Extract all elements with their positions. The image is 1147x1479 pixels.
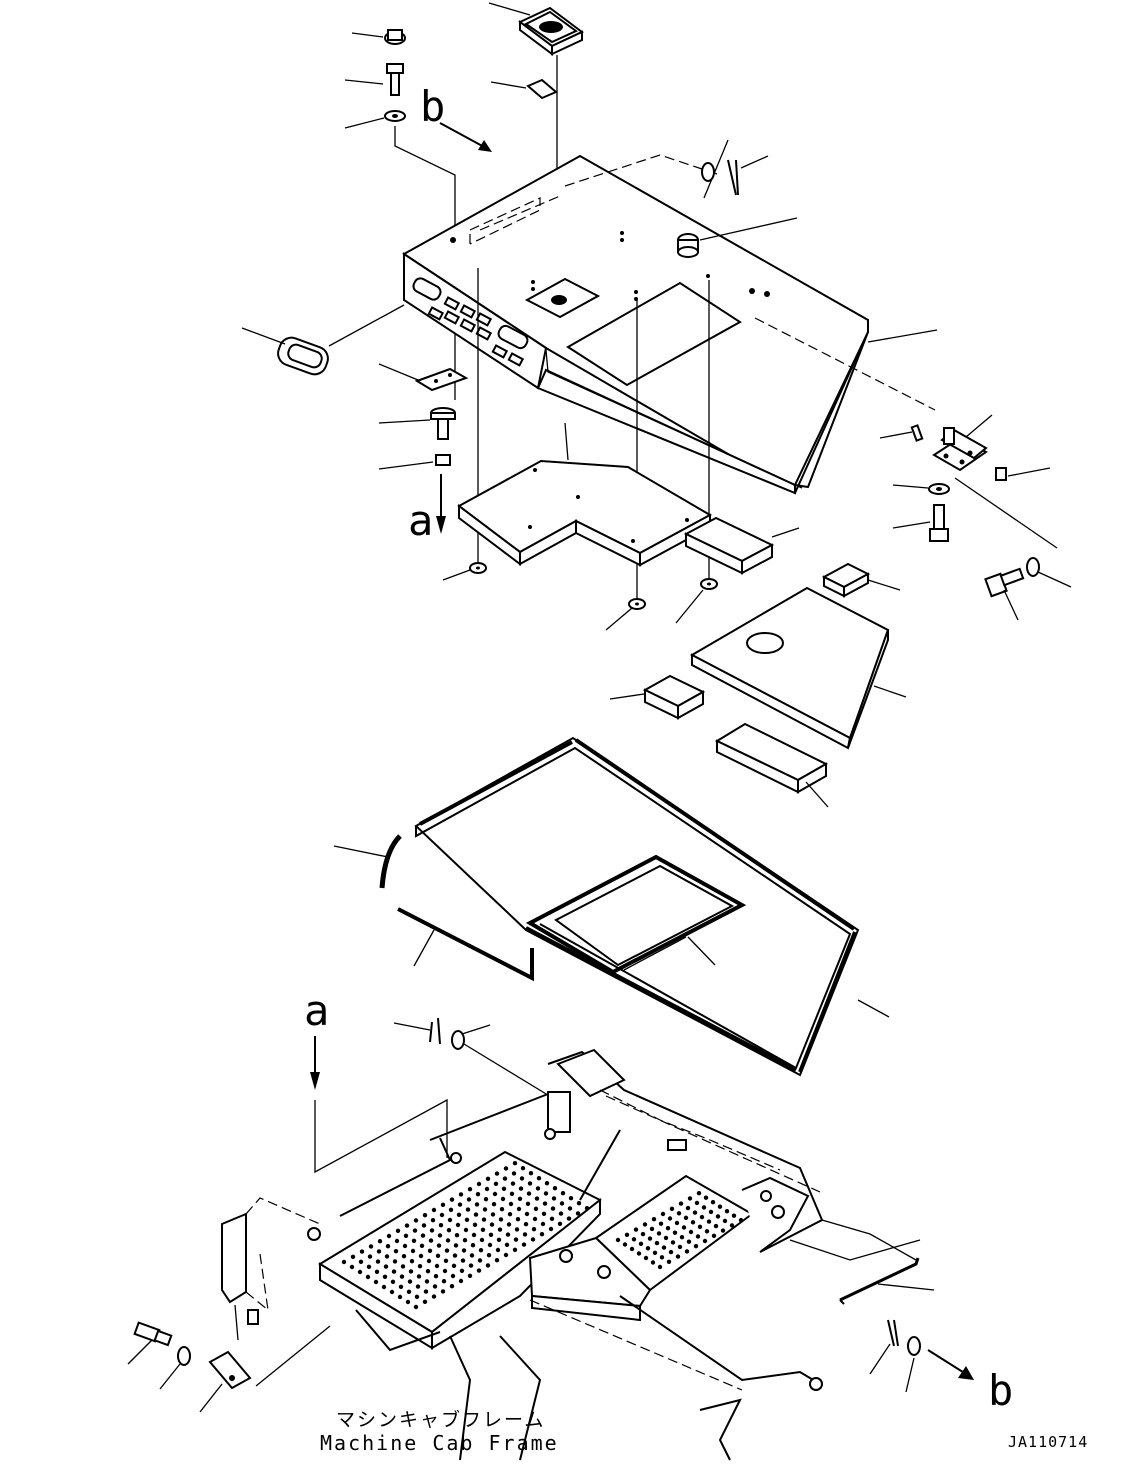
cab-cover: [402, 154, 938, 495]
bracket-plate: [378, 363, 469, 392]
left-bracket: [221, 1197, 331, 1387]
block-pad-bottom: [714, 722, 829, 808]
perforated-floor-left: [341, 1161, 590, 1310]
lock-rod: [821, 1219, 935, 1305]
insulation-pad-small: [683, 516, 800, 575]
split-pin-low: [393, 1017, 441, 1045]
split-pin-top-right: [727, 155, 769, 196]
washer-low: [451, 1024, 491, 1050]
split-pin-bottom-right: [869, 1319, 899, 1375]
bolt-right: [892, 504, 949, 542]
spring-pin: [879, 424, 924, 442]
view-letter-a-mid: a: [408, 496, 434, 545]
block-pad-top: [821, 562, 901, 598]
washer-bottom-left: [159, 1346, 191, 1390]
clip-part: [490, 78, 558, 100]
mat-plate: [689, 586, 907, 750]
grommet: [241, 304, 405, 376]
caption-english: Machine Cab Frame: [320, 1431, 559, 1455]
view-arrow-a-low: [310, 1036, 320, 1090]
bolt-part: [344, 63, 404, 96]
bolt-far-right: [984, 567, 1025, 621]
seal-frame: [414, 736, 890, 1077]
washer-part: [344, 110, 406, 129]
knob-bolt: [378, 407, 456, 440]
washer-a: [442, 562, 487, 581]
washer-right: [892, 483, 950, 495]
view-letter-b-top: b: [420, 82, 446, 131]
view-arrow-a-mid: [436, 474, 446, 534]
insulation-pad-large: [457, 422, 713, 567]
view-letter-b-bottom: b: [988, 1366, 1014, 1415]
washer-far-right: [1026, 557, 1072, 588]
nut-part: [351, 29, 406, 45]
perforated-floor-right: [615, 1191, 744, 1270]
block-pad-left: [609, 674, 706, 720]
view-letter-a-low: a: [304, 986, 330, 1035]
washer-c: [675, 578, 718, 624]
bracket-bottom-left: [199, 1350, 252, 1413]
washer-b: [605, 598, 646, 631]
view-arrow-b-bottom: [927, 1349, 974, 1380]
hinge: [932, 414, 993, 472]
washer-bottom-right: [905, 1336, 921, 1393]
small-nut-right: [995, 467, 1051, 481]
small-nut-left: [378, 454, 451, 470]
drawing-code: JA110714: [1008, 1433, 1089, 1451]
cab-frame: [247, 1048, 921, 1461]
washer-top-right: [701, 139, 729, 199]
seal-strip-curve: [333, 834, 402, 889]
vent-slots: [412, 277, 529, 367]
caption-japanese: マシンキャブフレーム: [336, 1409, 546, 1431]
bolt-bottom-left: [127, 1321, 173, 1365]
view-arrow-b-top: [439, 122, 492, 152]
seal-strip-l: [397, 907, 534, 982]
